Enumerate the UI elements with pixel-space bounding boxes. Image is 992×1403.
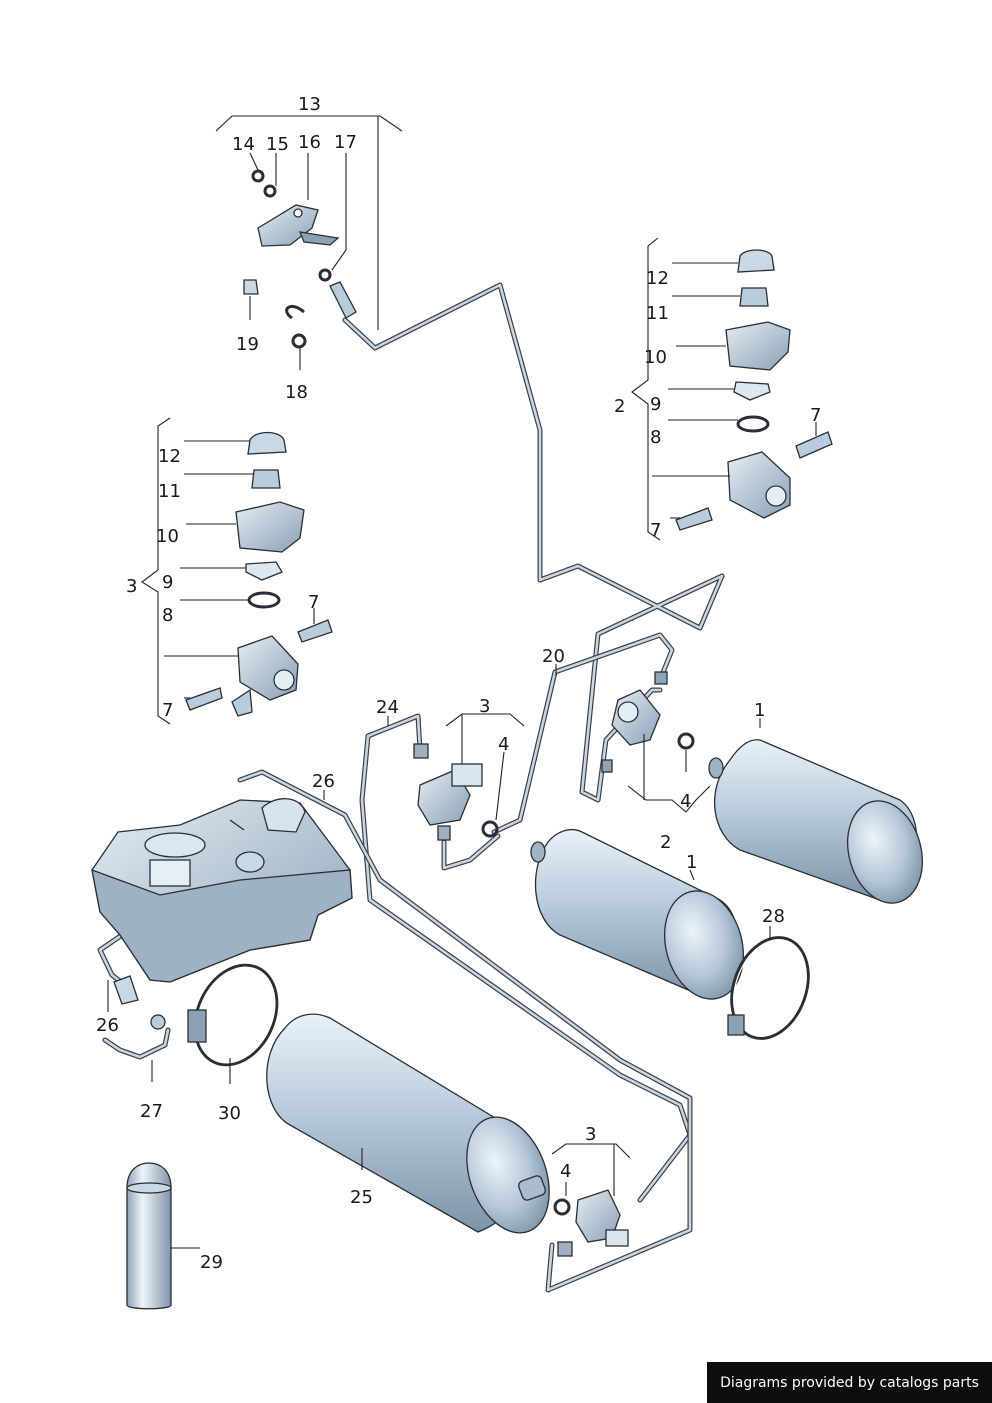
hose-clamp-30 [187,963,279,1067]
callout-7b-left: 7 [162,700,173,721]
callout-10-left: 10 [156,526,179,547]
callout-30: 30 [218,1103,241,1124]
callout-3-mid: 3 [479,696,490,717]
callout-29: 29 [200,1252,223,1273]
hose-clamp-28 [727,936,810,1040]
callout-8-left: 8 [162,605,173,626]
callout-2-right: 2 [614,396,625,417]
attribution-text: Diagrams provided by catalogs parts [720,1374,979,1391]
callout-3-left: 3 [126,576,137,597]
sensor-fitting-27 [113,975,166,1030]
callout-28: 28 [762,906,785,927]
callout-17: 17 [334,132,357,153]
injector-bracket-group-13 [243,169,357,349]
callout-9-right: 9 [650,394,661,415]
pressure-valve-assembly-upper [601,671,695,773]
callout-24: 24 [376,697,399,718]
callout-7b-right: 7 [650,520,661,541]
callout-16: 16 [298,132,321,153]
fuel-tank-26 [91,798,353,983]
callout-27: 27 [140,1101,163,1122]
callout-8-right: 8 [650,427,661,448]
pipe-lines [97,282,725,1293]
callout-26-side: 26 [96,1015,119,1036]
callout-11-left: 11 [158,481,181,502]
callout-7a-left: 7 [308,592,319,613]
callout-10-right: 10 [644,347,667,368]
pressure-valve-3-low [553,1189,629,1257]
callout-9-left: 9 [162,572,173,593]
callout-26-top: 26 [312,771,335,792]
callout-3-low: 3 [585,1124,596,1145]
callout-20: 20 [542,646,565,667]
spare-cylinder-29 [126,1162,172,1310]
callout-4-upper: 4 [680,791,691,812]
callout-25: 25 [350,1187,373,1208]
callout-1-upper: 1 [754,700,765,721]
callout-19: 19 [236,334,259,355]
cylinder-tank-1-mid [530,828,745,1000]
callout-2-mid: 2 [660,832,671,853]
cylinder-tank-25 [266,1013,550,1234]
callout-labels: 13 14 15 16 17 19 18 12 11 10 9 2 8 7 7 … [96,94,821,1273]
callout-18: 18 [285,382,308,403]
callout-13: 13 [298,94,321,115]
fitting-group-3 [185,431,333,717]
leader-lines [107,115,817,1249]
pressure-valve-3-mid [413,743,499,841]
callout-4-low: 4 [560,1161,571,1182]
attribution-footer: Diagrams provided by catalogs parts [707,1362,992,1403]
callout-11-right: 11 [646,303,669,324]
callout-14: 14 [232,134,255,155]
callout-15: 15 [266,134,289,155]
callout-12-left: 12 [158,446,181,467]
callout-7a-right: 7 [810,405,821,426]
cylinder-tank-1-upper [708,739,923,904]
fitting-group-2 [675,249,833,531]
callout-12-right: 12 [646,268,669,289]
callout-4-mid: 4 [498,734,509,755]
callout-1-mid: 1 [686,852,697,873]
